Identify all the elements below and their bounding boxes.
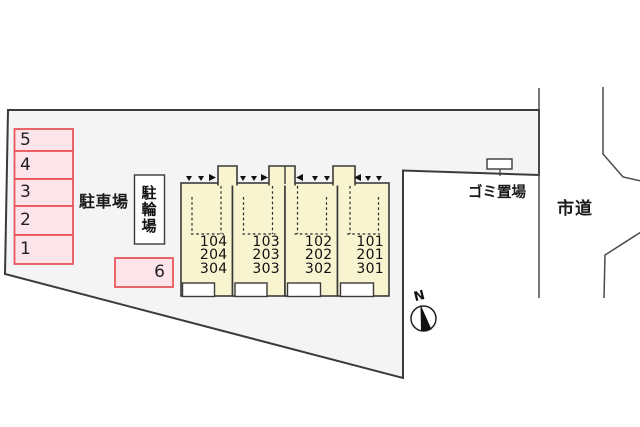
down-arrow-marker xyxy=(324,176,330,181)
road-label: 市道 xyxy=(557,199,593,219)
room-number: 203 xyxy=(252,247,280,264)
room-number: 101 xyxy=(356,234,384,250)
stair-tab-c xyxy=(332,165,356,186)
left-arrow-marker xyxy=(354,174,361,181)
down-arrow-marker xyxy=(376,176,382,181)
unit-room-numbers: 102 202 302 xyxy=(287,234,333,277)
down-arrow-marker xyxy=(251,176,257,181)
parking-stall-number: 5 xyxy=(20,130,31,150)
entrance-notch-101 xyxy=(339,282,375,298)
building-unit-101 xyxy=(336,182,390,297)
down-arrow-marker xyxy=(198,176,204,181)
parking-stall-number-6: 6 xyxy=(154,262,165,282)
room-number: 304 xyxy=(199,260,228,277)
stair-tab-a xyxy=(217,165,238,186)
unit-room-numbers: 101 201 301 xyxy=(340,234,385,277)
parking-stall-number: 1 xyxy=(20,239,31,259)
room-number: 103 xyxy=(252,234,280,250)
entrance-notch-104 xyxy=(181,282,216,298)
garbage-area-label: ゴミ置場 xyxy=(468,185,526,201)
bicycle-parking: 駐輪場 xyxy=(134,175,164,244)
entry-path-104 xyxy=(191,186,224,235)
room-number: 104 xyxy=(199,234,228,250)
unit-room-numbers: 103 203 303 xyxy=(235,234,281,277)
bicycle-parking-box xyxy=(133,174,166,245)
parking-stall-number: 4 xyxy=(20,155,31,175)
entrance-notch-102 xyxy=(286,282,322,298)
room-number: 202 xyxy=(304,247,333,264)
entry-path-103 xyxy=(242,186,276,235)
right-arrow-marker xyxy=(261,174,268,181)
compass-needle xyxy=(420,304,432,332)
garbage-box xyxy=(486,158,513,170)
room-number: 102 xyxy=(304,234,333,250)
building-unit-103 xyxy=(231,182,286,297)
unit-room-numbers: 104 204 304 xyxy=(183,234,228,277)
parking-stall-number: 2 xyxy=(20,210,31,230)
down-arrow-marker xyxy=(240,176,246,181)
parking-stall-3 xyxy=(13,178,74,207)
parking-stall-6 xyxy=(114,257,174,288)
room-number: 204 xyxy=(199,247,228,264)
bicycle-parking-label: 駐輪場 xyxy=(139,184,158,235)
road-right-edge-lower xyxy=(603,231,640,299)
parking-stall-1 xyxy=(13,234,74,265)
right-arrow-marker xyxy=(209,174,216,181)
down-arrow-marker xyxy=(365,176,371,181)
room-number: 302 xyxy=(304,260,333,277)
room-number: 301 xyxy=(356,260,384,277)
entry-path-101 xyxy=(347,186,380,235)
down-arrow-marker xyxy=(186,176,192,181)
parking-stall-number: 3 xyxy=(20,182,31,202)
left-arrow-marker xyxy=(296,174,303,181)
room-number: 303 xyxy=(252,260,280,277)
building-unit-104 xyxy=(180,182,234,297)
parking-area-label: 駐車場 xyxy=(79,192,129,211)
road-right-edge-upper xyxy=(602,87,640,182)
parking-stall-2 xyxy=(13,205,74,236)
room-number: 201 xyxy=(356,247,384,264)
down-arrow-marker xyxy=(312,176,318,181)
stair-tab-b xyxy=(268,165,296,186)
entrance-notch-103 xyxy=(234,282,268,298)
entry-path-102 xyxy=(294,186,328,235)
